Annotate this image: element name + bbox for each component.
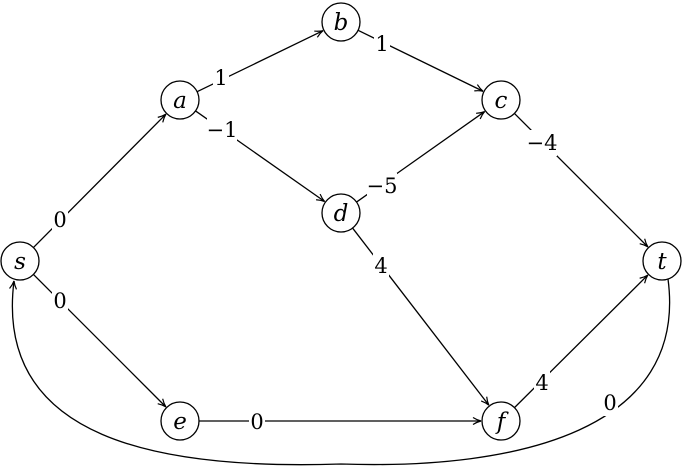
node-a: a [160,80,200,120]
edge-weight-b-c: 1 [374,31,390,57]
edge-weight-t-s: 0 [602,390,618,416]
node-circle [481,80,521,120]
edge-weight-text: 0 [53,208,66,232]
node-label: a [173,88,187,114]
node-circle [160,401,200,441]
node-circle [160,80,200,120]
edge-weight-text: 0 [603,391,616,415]
edge-weight-c-t: −4 [527,130,558,156]
edge-weight-bg [52,288,68,314]
edge-weight-e-f: 0 [249,409,265,435]
node-label: c [495,88,508,114]
edge-weight-text: −5 [367,174,398,198]
edge-weight-bg [527,130,557,156]
node-label: d [334,201,349,227]
node-circle [642,241,682,281]
node-circle [321,2,361,42]
node-b: b [321,2,361,42]
edge-weight-bg [374,31,390,57]
node-label: s [14,249,26,275]
edge-weight-text: 4 [535,371,548,395]
edge-weight-bg [249,409,265,435]
edge-weight-text: 1 [214,66,227,90]
node-t: t [642,241,682,281]
edge-weight-bg [367,173,397,199]
edge-weight-s-a: 0 [52,207,68,233]
node-e: e [160,401,200,441]
node-circle [321,193,361,233]
edge-weight-text: 0 [53,289,66,313]
node-label: t [657,249,667,275]
edge-weight-d-c: −5 [367,173,398,199]
edge-weight-a-b: 1 [213,65,229,91]
edge-labels-layer: 0 0 1 −1 1 −5 −4 4 0 4 0 [52,31,618,435]
node-c: c [481,80,521,120]
node-d: d [321,193,361,233]
edges-layer [9,29,671,466]
edge-t-s [9,278,671,466]
nodes-layer: s a b c d t e f [0,2,682,441]
edge-weight-a-d: −1 [207,117,238,143]
edge-weight-bg [373,253,389,279]
node-label: e [173,409,187,435]
edge-weight-text: 0 [250,410,263,434]
node-s: s [0,241,40,281]
edge-weight-bg [602,390,618,416]
edge-weight-bg [534,370,550,396]
edge-weight-text: 1 [375,32,388,56]
edge-weight-text: 4 [374,254,387,278]
edge-weight-f-t: 4 [534,370,550,396]
node-circle [0,241,40,281]
edge-weight-text: −4 [527,131,558,155]
edge-weight-s-e: 0 [52,288,68,314]
edge-weight-bg [207,117,237,143]
edge-line [9,278,671,466]
node-circle [481,401,521,441]
node-label: b [334,10,349,36]
edge-weight-text: −1 [207,118,238,142]
node-label: f [495,409,509,435]
edge-weight-bg [213,65,229,91]
node-f: f [481,401,521,441]
edge-weight-bg [52,207,68,233]
edge-weight-d-f: 4 [373,253,389,279]
